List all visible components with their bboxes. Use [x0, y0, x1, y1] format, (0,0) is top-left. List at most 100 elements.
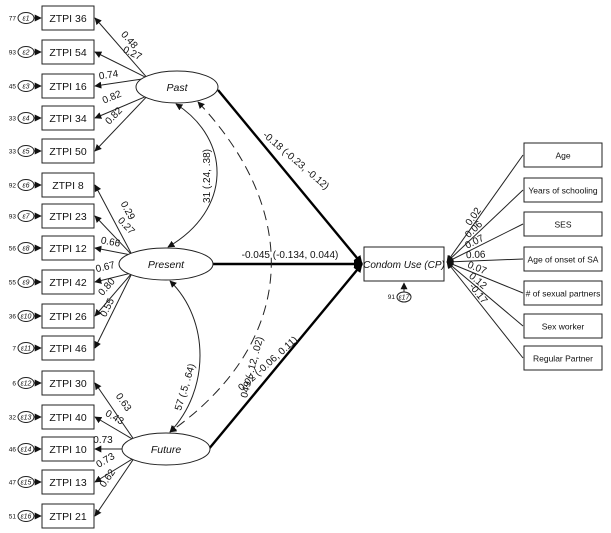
path-label-present: -0.045 (-0.134, 0.044)	[242, 250, 339, 261]
error-term	[17, 80, 35, 92]
covariate-label: # of sexual partners	[526, 289, 601, 299]
loading-value: 0.66	[100, 235, 122, 249]
loading-path	[94, 51, 148, 79]
covariate-path	[446, 258, 524, 266]
loading-value: 0.82	[101, 89, 124, 107]
loading-value: 0.27	[115, 215, 137, 237]
error-label: ε12	[21, 381, 32, 388]
indicator-box	[41, 269, 95, 295]
error-variance: 93	[9, 50, 17, 57]
factor-correlations	[167, 101, 272, 433]
covariate-label: Sex worker	[542, 322, 585, 332]
loading-path	[94, 382, 135, 441]
error-term	[17, 145, 35, 157]
error-term	[17, 242, 35, 254]
error-variance: 46	[9, 447, 17, 454]
error-label: ε13	[21, 415, 32, 422]
error-label: ε6	[23, 183, 30, 190]
loading-path	[94, 272, 133, 349]
covariate-box	[523, 142, 603, 168]
indicator-label: ZTPI 34	[49, 113, 87, 125]
indicator-box	[41, 370, 95, 396]
error-variance: 47	[9, 480, 17, 487]
covariate-coef: 0.06	[466, 249, 486, 261]
error-variance: 92	[9, 183, 17, 190]
indicator-label: ZTPI 30	[49, 378, 87, 390]
error-variance: 77	[9, 16, 17, 23]
indicator-label: ZTPI 23	[49, 211, 87, 223]
covariate-path	[446, 223, 524, 263]
loading-path	[94, 17, 148, 79]
loading-path	[94, 272, 133, 284]
indicator-label: ZTPI 10	[49, 444, 87, 456]
error-label: ε5	[23, 149, 30, 156]
indicator-label: ZTPI 16	[49, 81, 87, 93]
loading-value: 0.73	[95, 451, 118, 471]
indicator-label: ZTPI 40	[49, 412, 87, 424]
indicator-box	[41, 469, 95, 495]
loading-path	[94, 95, 148, 152]
error-term	[17, 210, 35, 222]
error-term	[17, 46, 35, 58]
error-variance: 33	[9, 149, 17, 156]
error-term	[17, 179, 35, 191]
covariate-label: Regular Partner	[533, 354, 593, 364]
covariate-label: SES	[554, 220, 571, 230]
error-label: ε11	[21, 346, 31, 353]
error-variance: 6	[12, 381, 16, 388]
factor-present: Present	[118, 247, 214, 281]
covariate-path	[446, 189, 524, 263]
loading-path	[94, 457, 135, 483]
indicator-label: ZTPI 8	[52, 180, 84, 192]
loading-path	[94, 77, 148, 89]
covariate-label: Age of onset of SA	[528, 255, 599, 265]
loading-value: 0.80	[97, 276, 118, 298]
factor-label-future: Future	[151, 444, 182, 456]
outcome-error-label: ε17	[399, 295, 411, 302]
loading-paths	[33, 14, 524, 520]
indicator-box	[41, 503, 95, 529]
indicator-box	[41, 73, 95, 99]
error-variance: 32	[9, 415, 17, 422]
error-variance: 33	[9, 116, 17, 123]
error-variance: 55	[9, 280, 17, 287]
covariate-path	[446, 261, 524, 327]
structural-paths	[207, 89, 363, 451]
loading-path	[94, 457, 135, 517]
indicator-label: ZTPI 21	[49, 511, 87, 523]
covariate-path	[446, 154, 524, 263]
error-term	[17, 310, 35, 322]
error-label: ε1	[23, 16, 30, 23]
loading-value: 0.63	[113, 391, 133, 414]
indicator-label: ZTPI 46	[49, 343, 87, 355]
error-variance: 36	[9, 314, 17, 321]
indicator-box	[41, 335, 95, 361]
indicator-box	[41, 138, 95, 164]
indicator-label: ZTPI 13	[49, 477, 87, 489]
loading-path	[94, 416, 135, 441]
loading-value: 0.82	[103, 105, 125, 127]
error-term	[17, 411, 35, 423]
structural-path-future	[207, 263, 363, 451]
covariate-path	[446, 261, 524, 359]
error-label: ε16	[21, 514, 32, 521]
error-term	[17, 112, 35, 124]
loading-value: 0.67	[95, 260, 117, 275]
covariate-box	[523, 280, 603, 306]
loading-path	[94, 184, 133, 256]
loading-value: 0.73	[93, 435, 113, 446]
error-term	[17, 476, 35, 488]
covariate-label: Years of schooling	[528, 186, 597, 196]
indicator-box	[41, 39, 95, 65]
covariate-path	[446, 261, 524, 294]
error-variance: 56	[9, 246, 17, 253]
covariate-box	[523, 313, 603, 339]
indicator-box	[41, 172, 95, 198]
error-term	[17, 443, 35, 455]
covariate-box	[523, 177, 603, 203]
outcome-node: Condom Use (CP) ε17 91	[363, 246, 445, 303]
error-label: ε4	[23, 116, 30, 123]
error-variance: 51	[9, 514, 17, 521]
